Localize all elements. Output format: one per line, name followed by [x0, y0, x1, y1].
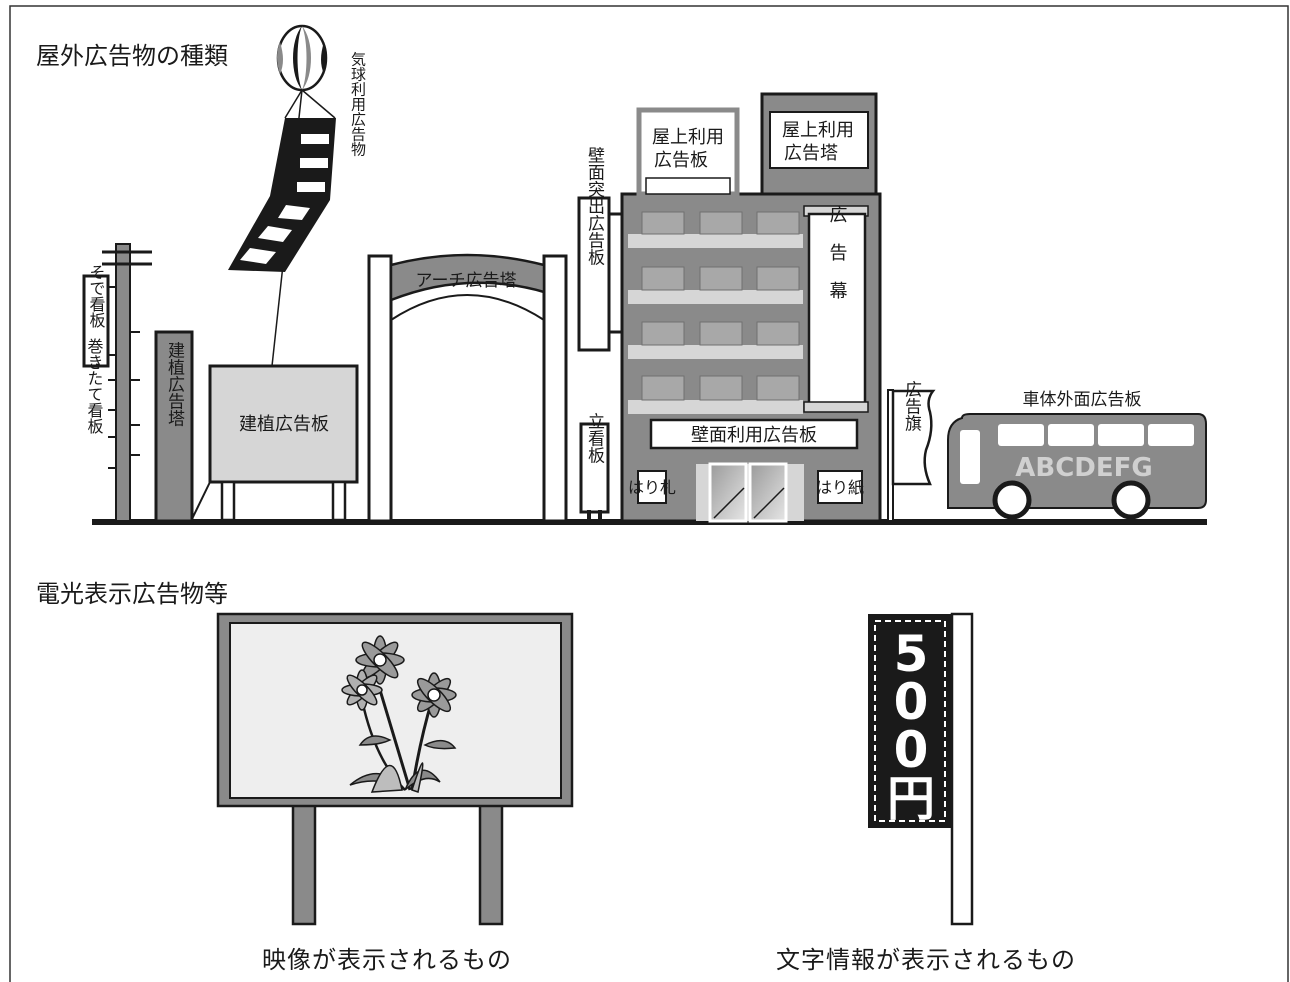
video-caption: 映像が表示されるもの: [262, 946, 512, 974]
outdoor-section-title: 屋外広告物の種類: [36, 42, 228, 70]
arch-label: アーチ広告塔: [416, 271, 517, 291]
roof-board-line2: 広告板: [654, 150, 708, 171]
wall-protrude-sign: 壁面突出広告板: [577, 146, 622, 352]
roof-tower-line2: 広告塔: [784, 143, 838, 164]
balloon-advert: 気球利用広告物: [228, 24, 367, 367]
roof-board-line1: 屋上利用: [652, 127, 724, 148]
bus: 車体外面広告板 ABCDEFG: [947, 390, 1207, 520]
harifuda-label: はり札: [628, 478, 676, 497]
video-billboard: [216, 612, 574, 926]
wall-protrude-label: 壁面突出広告板: [584, 146, 605, 265]
maki-sign-label: 巻きたて看板: [85, 338, 104, 434]
ad-flag-label: 広告旗: [901, 380, 922, 431]
text-caption: 文字情報が表示されるもの: [776, 946, 1076, 974]
tatekan-tower: 建植広告塔: [154, 330, 194, 523]
tatekan-board-label: 建植広告板: [239, 414, 329, 435]
tatekan-board: 建植広告板: [191, 364, 359, 522]
text-display-sign: 5 0 0 円: [868, 612, 974, 926]
tatekan-tower-label: 建植広告塔: [164, 341, 185, 426]
flower-illustration: [341, 635, 457, 793]
sode-sign-label: そで看板: [87, 264, 106, 328]
harigami-label: はり紙: [816, 478, 864, 497]
price-digit-2: 0: [894, 673, 929, 731]
roof-tower: 屋上利用 広告塔: [760, 92, 878, 196]
maki-sign: 巻きたて看板: [85, 338, 116, 469]
harifuda: はり札: [628, 470, 676, 504]
bus-caption: 車体外面広告板: [1023, 390, 1142, 410]
roof-board: 屋上利用 広告板: [636, 107, 740, 197]
ad-flag: 広告旗: [887, 380, 936, 522]
tatekanban: 立看板: [579, 412, 610, 520]
arch-tower: アーチ広告塔: [367, 253, 568, 523]
price-digit-1: 5: [894, 625, 929, 683]
price-digit-3: 0: [894, 721, 929, 779]
utility-pole: [102, 243, 152, 522]
balloon-label: 気球利用広告物: [349, 52, 367, 158]
banner-cloth: 広告幕: [803, 205, 869, 413]
tatekanban-label: 立看板: [584, 412, 605, 463]
bus-ad-text: ABCDEFG: [1015, 453, 1152, 483]
wall-board-label: 壁面利用広告板: [691, 425, 817, 446]
harigami: はり紙: [816, 470, 864, 504]
wall-board: 壁面利用広告板: [649, 418, 859, 450]
price-yen: 円: [887, 771, 935, 827]
outer-frame: [9, 5, 1289, 982]
sode-sign: そで看板: [82, 264, 116, 368]
roof-tower-line1: 屋上利用: [782, 120, 854, 141]
electric-section-title: 電光表示広告物等: [36, 580, 228, 608]
banner-cloth-label: 広告幕: [827, 205, 848, 319]
